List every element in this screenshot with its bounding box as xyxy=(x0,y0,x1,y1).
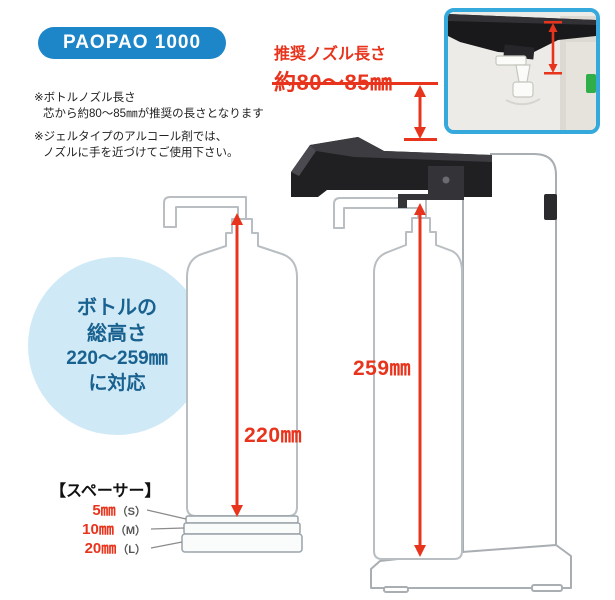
circle-line-1: ボトルの xyxy=(77,297,157,320)
note2-line1: ※ジェルタイプのアルコール剤では、 xyxy=(34,131,228,143)
nozzle-photo-art xyxy=(448,12,596,130)
nozzle-length-title: 推奨ノズル長さ xyxy=(274,46,387,63)
nozzle-photo-inset xyxy=(444,8,600,134)
spacer-size-m: 10㎜ xyxy=(82,521,114,538)
spacer-code-l: （L） xyxy=(117,544,146,556)
note1-line1: ※ボトルノズル長さ xyxy=(34,92,136,104)
spacer-item-l: 20㎜（L） xyxy=(38,539,146,558)
circle-line-4: に対応 xyxy=(88,373,146,394)
spacer-code-m: （M） xyxy=(114,525,146,537)
note1-line2: 芯から約80〜85㎜が推奨の長さとなります xyxy=(43,108,264,121)
spacer-10mm xyxy=(183,522,301,535)
nozzle-length-callout: 推奨ノズル長さ 約80〜85㎜ xyxy=(274,40,392,97)
arrow-259mm xyxy=(414,203,426,557)
clamp-screw xyxy=(442,176,450,184)
arrow-220mm xyxy=(231,213,243,517)
device-head xyxy=(291,137,492,208)
spacer-item-s: 5㎜（S） xyxy=(38,501,146,520)
bottle-height-callout-circle: ボトルの 総高さ 220〜259㎜ に対応 xyxy=(28,257,206,435)
spacer-size-s: 5㎜ xyxy=(92,502,116,519)
device-base xyxy=(370,544,572,593)
note-gel-type: ※ジェルタイプのアルコール剤では、 ノズルに手を近づけてご使用下さい。 xyxy=(34,129,239,162)
sensor-window xyxy=(544,194,557,220)
spacer-title: 【スペーサー】 xyxy=(50,483,161,500)
dimension-label-259mm: 259㎜ xyxy=(353,357,412,380)
inset-power-switch xyxy=(586,74,596,93)
nozzle-length-tick xyxy=(404,138,437,141)
product-name-badge: PAOPAO 1000 xyxy=(38,27,226,59)
device-tower xyxy=(462,153,557,553)
nozzle-bracket xyxy=(398,194,464,200)
inset-dimension-arrow xyxy=(544,21,562,75)
spacer-list: 5㎜（S） 10㎜（M） 20㎜（L） xyxy=(38,501,146,558)
bottle-short-nozzle-arm xyxy=(163,196,247,228)
bottle-short-body xyxy=(186,218,298,517)
nozzle-length-value: 約80〜85㎜ xyxy=(274,70,393,95)
note-bottle-nozzle-length: ※ボトルノズル長さ 芯から約80〜85㎜が推奨の長さとなります xyxy=(34,90,264,123)
spacer-stack xyxy=(181,515,303,553)
spacer-5mm xyxy=(185,515,299,524)
note2-line2: ノズルに手を近づけてご使用下さい。 xyxy=(43,147,239,160)
circle-line-2: 総高さ xyxy=(87,323,147,346)
spacer-size-l: 20㎜ xyxy=(84,540,117,557)
spacer-code-s: （S） xyxy=(116,506,146,518)
spacer-20mm xyxy=(181,533,303,553)
bottle-tall-body xyxy=(373,217,463,560)
dimension-label-220mm: 220㎜ xyxy=(244,424,303,447)
bottle-short xyxy=(163,196,298,517)
spacer-leader-lines xyxy=(146,509,187,549)
dimension-arrows xyxy=(231,82,438,557)
inset-white-nozzle xyxy=(495,55,534,98)
circle-line-3: 220〜259㎜ xyxy=(66,348,168,370)
spacer-item-m: 10㎜（M） xyxy=(38,520,146,539)
nozzle-length-underline xyxy=(272,82,438,85)
